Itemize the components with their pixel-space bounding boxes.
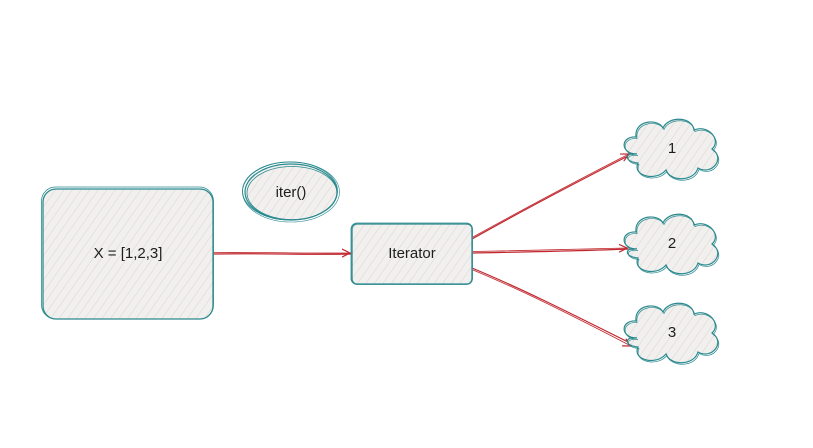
node-output-3[interactable]: 3 <box>623 302 720 365</box>
node-output-2[interactable]: 2 <box>623 213 720 276</box>
node-list-hatch <box>43 189 213 319</box>
node-iter-call-border-3 <box>246 166 338 220</box>
node-list-border-sketch <box>41 186 214 320</box>
edge-iterator-to-output-3 <box>471 267 633 346</box>
node-iter-call-label: iter() <box>276 184 307 201</box>
node-output-1[interactable]: 1 <box>623 118 720 181</box>
node-list[interactable]: X = [1,2,3] <box>41 186 214 320</box>
node-iter-call[interactable]: iter() <box>242 161 340 223</box>
node-output-3-label: 3 <box>668 324 676 341</box>
node-output-1-label: 1 <box>668 140 676 157</box>
edge-list-to-iterator <box>212 252 352 254</box>
edge-iterator-to-output-1 <box>471 154 631 240</box>
node-iterator[interactable]: Iterator <box>350 222 473 285</box>
node-iterator-hatch <box>352 224 472 284</box>
node-list-label: X = [1,2,3] <box>94 245 163 262</box>
node-iterator-border-sketch <box>350 222 473 285</box>
node-iterator-label: Iterator <box>388 245 436 262</box>
edge-iterator-to-output-2 <box>471 248 629 254</box>
edges <box>212 154 633 346</box>
node-iter-call-hatch <box>245 164 337 220</box>
node-iterator-border <box>351 223 473 285</box>
node-output-2-label: 2 <box>668 235 676 252</box>
node-iter-call-border-4 <box>242 161 340 223</box>
